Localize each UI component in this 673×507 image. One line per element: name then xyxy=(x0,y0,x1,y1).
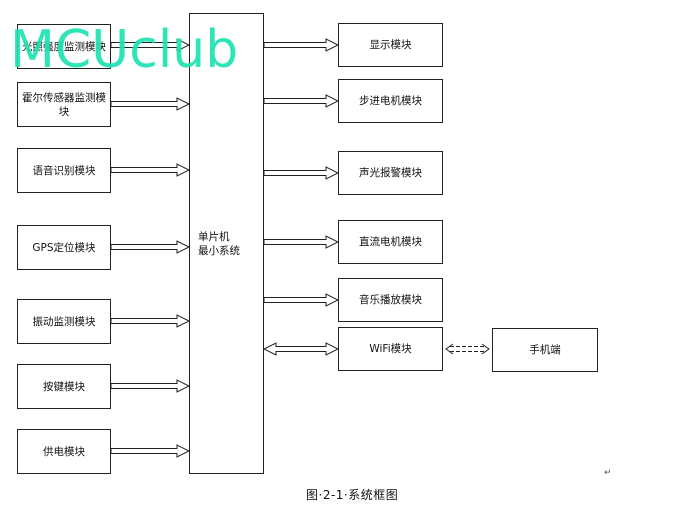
output-module-label: 声光报警模块 xyxy=(359,167,422,179)
mcu-label-line1: 单片机 xyxy=(198,230,230,243)
output-module-music: 音乐播放模块 xyxy=(338,278,443,322)
input-arrow xyxy=(110,38,191,52)
wireless-link-left-head xyxy=(445,343,454,355)
output-arrow xyxy=(263,293,340,307)
input-module-voice: 语音识别模块 xyxy=(17,148,111,193)
input-module-label: 振动监测模块 xyxy=(32,315,96,328)
phone-terminal: 手机端 xyxy=(492,328,598,372)
output-module-dcmotor: 直流电机模块 xyxy=(338,220,443,264)
output-module-label: 步进电机模块 xyxy=(359,95,422,107)
output-module-label: 显示模块 xyxy=(369,39,412,51)
input-module-gps: GPS定位模块 xyxy=(17,225,111,270)
output-arrow xyxy=(263,94,340,108)
output-module-label: 直流电机模块 xyxy=(359,236,422,248)
input-module-light: 光照强度监测模块 xyxy=(17,24,111,69)
output-module-display: 显示模块 xyxy=(338,23,443,67)
figure-caption: 图·2-1·系统框图 xyxy=(306,488,399,502)
watermark-logo: MCUclub xyxy=(10,20,239,80)
wifi-bidirectional-arrow xyxy=(262,342,340,356)
phone-label: 手机端 xyxy=(529,344,561,356)
output-module-label: 音乐播放模块 xyxy=(359,294,422,306)
input-module-label: 语音识别模块 xyxy=(32,164,96,177)
wireless-link-right-head xyxy=(481,343,490,355)
output-module-alarm: 声光报警模块 xyxy=(338,151,443,195)
output-arrow xyxy=(263,235,340,249)
input-module-hall: 霍尔传感器监测模块 xyxy=(17,82,111,127)
output-arrow xyxy=(263,166,340,180)
output-module-wifi: WiFi模块 xyxy=(338,327,443,371)
input-module-label: GPS定位模块 xyxy=(32,241,96,254)
output-module-stepper: 步进电机模块 xyxy=(338,79,443,123)
input-arrow xyxy=(110,240,191,254)
mcu-label-line2: 最小系统 xyxy=(198,244,240,257)
output-module-label: WiFi模块 xyxy=(369,343,412,355)
output-arrow xyxy=(263,38,340,52)
input-arrow xyxy=(110,97,191,111)
input-arrow xyxy=(110,314,191,328)
input-arrow xyxy=(110,444,191,458)
input-module-keys: 按键模块 xyxy=(17,364,111,409)
input-module-label: 按键模块 xyxy=(43,380,85,393)
input-arrow xyxy=(110,379,191,393)
input-module-label: 霍尔传感器监测模块 xyxy=(22,91,106,118)
input-module-label: 供电模块 xyxy=(43,445,85,458)
input-module-power: 供电模块 xyxy=(17,429,111,474)
paragraph-mark: ↵ xyxy=(604,468,612,478)
input-module-label: 光照强度监测模块 xyxy=(22,40,106,53)
input-module-vibration: 振动监测模块 xyxy=(17,299,111,344)
mcu-block: 单片机 最小系统 xyxy=(189,13,264,474)
input-arrow xyxy=(110,163,191,177)
